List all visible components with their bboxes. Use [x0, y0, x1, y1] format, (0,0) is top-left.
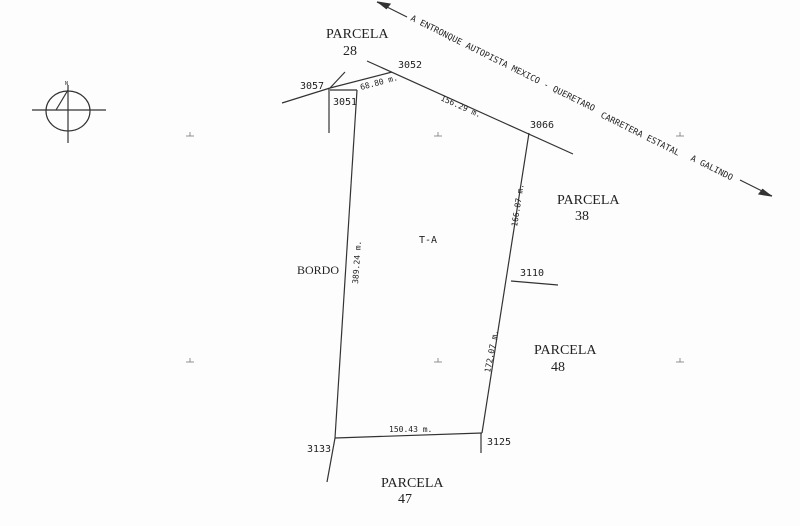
road-arrow-left [376, 1, 408, 18]
point-3057: 3057 [300, 81, 324, 92]
parcel-38-name: PARCELA [557, 193, 620, 208]
dimension-68-80: 68.80 m. [359, 73, 399, 92]
point-3052: 3052 [398, 60, 422, 71]
road-arrow-right [739, 179, 773, 197]
road-label-left: A ENTRONQUE AUTOPISTA MEXICO - QUERETARO [409, 14, 597, 114]
point-3125: 3125 [487, 437, 511, 448]
dimension-156-29: 156.29 m. [439, 94, 482, 120]
dimension-389-24: 389.24 m. [351, 240, 363, 284]
north-label: N [65, 81, 68, 87]
lot-label: T-A [419, 235, 437, 246]
dimension-172-07: 172.07 m. [483, 329, 500, 373]
parcel-48-number: 48 [551, 360, 565, 375]
parcel-28-name: PARCELA [326, 27, 389, 42]
point-3110: 3110 [520, 268, 544, 279]
bordo-label: BORDO [297, 263, 339, 277]
lot-boundaries [281, 60, 574, 483]
grid-marks [186, 132, 684, 363]
road-label-right: CARRETERA ESTATAL [599, 111, 681, 159]
parcel-38-number: 38 [575, 209, 589, 224]
parcel-47-number: 47 [398, 492, 412, 507]
dimension-150-43: 150.43 m. [389, 425, 432, 434]
parcel-48-name: PARCELA [534, 343, 597, 358]
dimension-166-87: 166.87 m. [510, 183, 526, 227]
parcel-47-name: PARCELA [381, 476, 444, 491]
point-3133: 3133 [307, 444, 331, 455]
north-arrow-icon: N [32, 81, 106, 143]
point-3066: 3066 [530, 120, 554, 131]
road-label-end: A GALINDO [689, 154, 735, 184]
parcel-28-number: 28 [343, 44, 357, 59]
point-3051: 3051 [333, 97, 357, 108]
